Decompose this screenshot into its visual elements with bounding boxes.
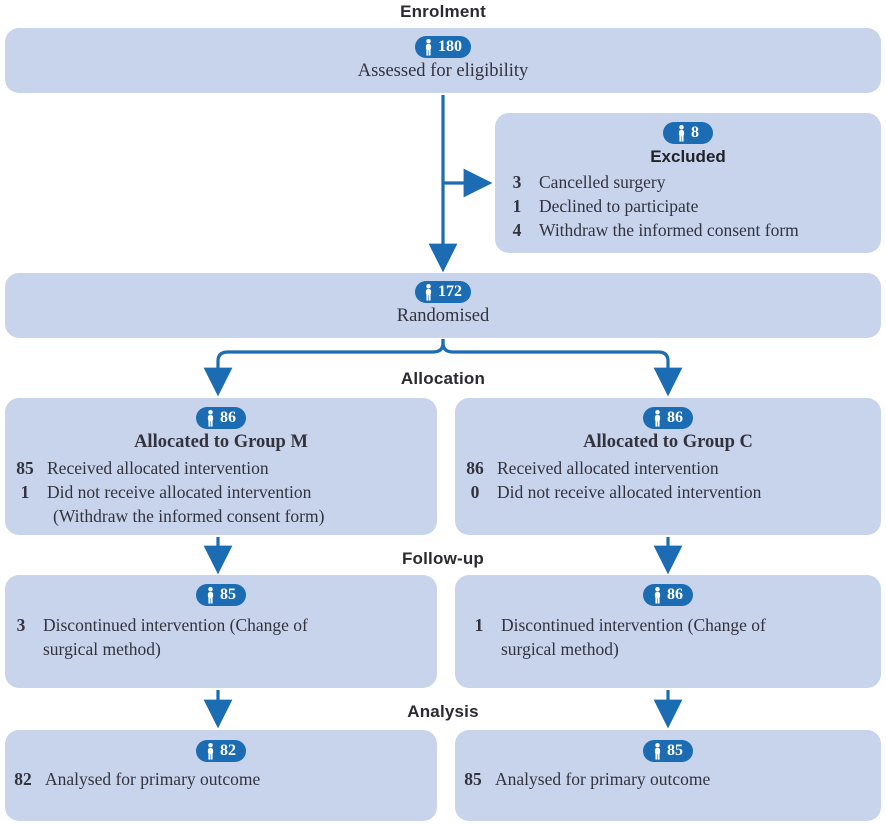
count-value: 85 (667, 742, 683, 759)
outcome-row: 85 Received allocated intervention (11, 457, 437, 481)
section-label-enrolment: Enrolment (400, 2, 486, 21)
box-analysis-c: 85 85 Analysed for primary outcome (455, 730, 881, 821)
reason-row: 4 Withdraw the informed consent form (503, 219, 881, 243)
outcome-count: 3 (16, 615, 26, 635)
box-analysis-m: 82 82 Analysed for primary outcome (5, 730, 437, 821)
count-badge: 8 (663, 122, 713, 144)
reason-row: 1 Declined to participate (503, 195, 881, 219)
count-badge: 85 (196, 584, 246, 606)
outcome-row: 1 Discontinued intervention (Change of s… (465, 614, 881, 662)
reason-count: 4 (512, 219, 522, 240)
outcome-count: 1 (20, 481, 30, 502)
count-badge: 86 (643, 407, 693, 429)
box-randomised: 172 Randomised (5, 273, 881, 338)
box-group-c: 86 Allocated to Group C 86 Received allo… (455, 398, 881, 535)
outcome-text: Analysed for primary outcome (45, 769, 261, 789)
count-badge: 86 (643, 584, 693, 606)
reason-count: 1 (512, 195, 522, 216)
outcome-count: 85 (16, 458, 34, 478)
reason-text: Declined to participate (539, 195, 699, 216)
person-icon (678, 124, 685, 142)
outcome-count: 0 (470, 481, 480, 502)
outcome-text: Discontinued intervention (Change of sur… (501, 615, 766, 659)
outcome-count: 82 (14, 769, 32, 789)
reason-count: 3 (512, 172, 522, 192)
count-badge: 82 (196, 740, 246, 762)
person-icon (425, 38, 432, 56)
reason-text: Withdraw the informed consent form (539, 219, 799, 240)
person-icon (654, 742, 661, 760)
outcome-count: 86 (466, 458, 484, 478)
count-value: 8 (691, 124, 699, 141)
count-value: 180 (438, 38, 462, 55)
box-followup-m: 85 3 Discontinued intervention (Change o… (5, 575, 437, 688)
box-title: Randomised (396, 306, 490, 326)
reason-row: 3 Cancelled surgery (503, 171, 881, 195)
box-group-m: 86 Allocated to Group M 85 Received allo… (5, 398, 437, 535)
person-icon (207, 742, 214, 760)
count-value: 86 (667, 586, 683, 603)
count-value: 172 (438, 283, 462, 300)
outcome-text: Received allocated intervention (497, 458, 719, 478)
person-icon (654, 409, 661, 427)
count-badge: 85 (643, 740, 693, 762)
count-value: 85 (220, 586, 236, 603)
outcome-note: (Withdraw the informed consent form) (53, 505, 325, 526)
count-value: 86 (667, 409, 683, 426)
outcome-text: Did not receive allocated intervention (497, 481, 762, 502)
person-icon (425, 283, 432, 301)
outcome-row: 85 Analysed for primary outcome (459, 768, 881, 792)
outcome-row: 82 Analysed for primary outcome (9, 768, 437, 792)
person-icon (207, 409, 214, 427)
box-title: Assessed for eligibility (357, 61, 529, 81)
count-value: 82 (220, 742, 236, 759)
person-icon (654, 586, 661, 604)
outcome-count: 85 (464, 769, 482, 789)
outcome-count: 1 (474, 615, 484, 635)
count-badge: 86 (196, 407, 246, 429)
outcome-row: 86 Received allocated intervention (461, 457, 881, 481)
section-label-followup: Follow-up (401, 549, 485, 568)
outcome-row: 3 Discontinued intervention (Change of s… (7, 614, 437, 662)
outcome-text: Did not receive allocated intervention (47, 481, 312, 502)
count-badge: 180 (415, 36, 471, 58)
outcome-text: Analysed for primary outcome (495, 769, 711, 789)
outcome-text: Discontinued intervention (Change of sur… (43, 615, 308, 659)
reason-text: Cancelled surgery (539, 172, 666, 192)
person-icon (207, 586, 214, 604)
box-excluded: 8 Excluded 3 Cancelled surgery 1 Decline… (495, 113, 881, 253)
outcome-row: 0 Did not receive allocated intervention (461, 481, 881, 505)
box-title: Excluded (650, 147, 726, 166)
count-badge: 172 (415, 281, 471, 303)
box-followup-c: 86 1 Discontinued intervention (Change o… (455, 575, 881, 688)
section-label-allocation: Allocation (400, 369, 486, 388)
section-label-analysis: Analysis (407, 702, 479, 721)
outcome-row: 1 Did not receive allocated intervention (11, 481, 437, 505)
box-title: Allocated to Group C (583, 432, 753, 452)
count-value: 86 (220, 409, 236, 426)
outcome-text: Received allocated intervention (47, 458, 269, 478)
box-eligibility: 180 Assessed for eligibility (5, 28, 881, 93)
box-title: Allocated to Group M (134, 432, 308, 452)
